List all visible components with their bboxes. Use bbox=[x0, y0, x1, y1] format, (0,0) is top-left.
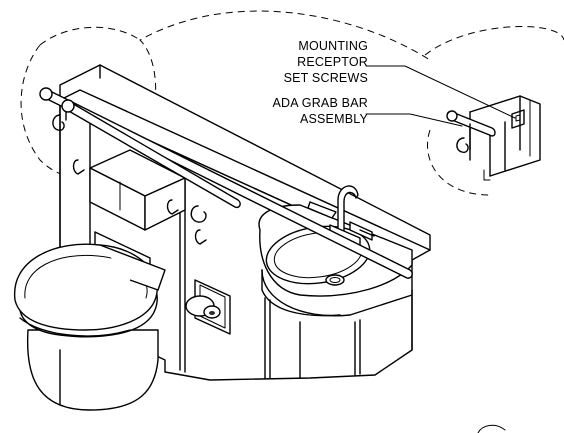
grab-bar-detail-inset bbox=[446, 95, 541, 181]
wall-hooks bbox=[72, 159, 207, 245]
callout-grab-bar: ADA GRAB BAR ASSEMBLY bbox=[273, 96, 369, 126]
callout-set-screws: MOUNTING RECEPTOR SET SCREWS bbox=[284, 39, 368, 85]
partial-circle-mark bbox=[477, 424, 506, 433]
callout-grab-bar-line2: ASSEMBLY bbox=[300, 112, 369, 126]
toilet-paper-holder bbox=[185, 279, 231, 335]
toilet bbox=[14, 243, 166, 411]
mid-grab-bar bbox=[61, 99, 241, 209]
callout-grab-bar-line1: ADA GRAB BAR bbox=[273, 96, 369, 110]
callout-set-screws-line1: MOUNTING bbox=[298, 39, 368, 53]
callout-set-screws-line2: RECEPTOR bbox=[297, 55, 368, 69]
leader-lines bbox=[365, 65, 516, 127]
lower-doors bbox=[299, 289, 413, 379]
callout-set-screws-line3: SET SCREWS bbox=[284, 71, 368, 85]
